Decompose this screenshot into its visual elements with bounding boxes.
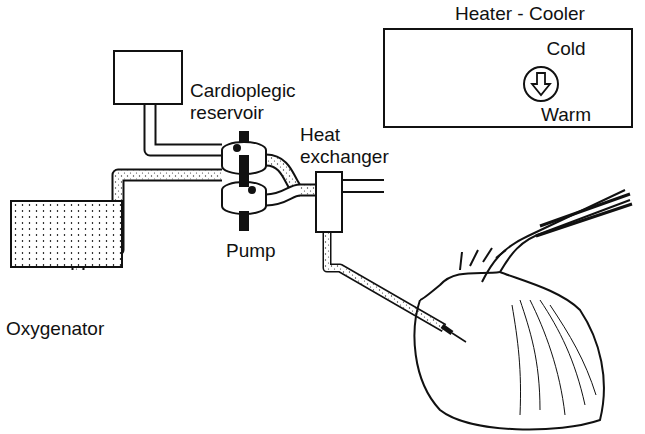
oxygenator-box [10, 200, 123, 268]
heater-cooler-box [383, 28, 633, 128]
mode-label: Warm [541, 104, 591, 126]
component-label: Cardioplegic reservoir [190, 80, 320, 124]
component-label: Heater - Cooler [455, 3, 585, 25]
reservoir-box [113, 50, 183, 105]
direction-dial [521, 64, 561, 104]
mode-label: Cold [546, 38, 585, 60]
component-label: Oxygenator [6, 318, 104, 340]
heat-exchanger-label: Heat exchanger [300, 124, 400, 168]
pump-label: Pump [226, 240, 276, 262]
